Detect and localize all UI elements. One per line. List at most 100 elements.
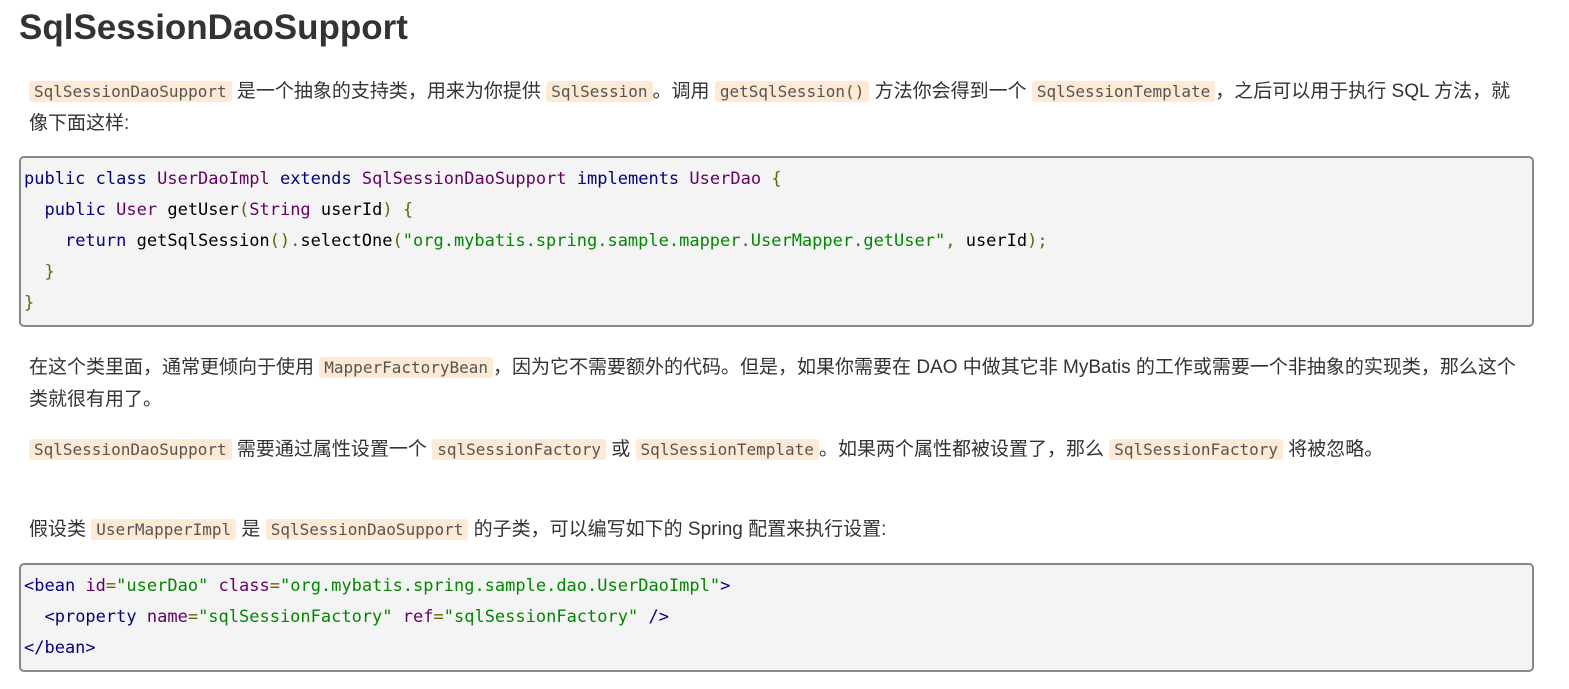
text: ，之后可以用于执行 SQL 方法，就像下面这样:: [29, 81, 1511, 134]
code-token: name: [146, 607, 188, 627]
text: 。如果两个属性都被设置了，那么: [818, 439, 1110, 460]
code-token: ): [382, 200, 393, 220]
code-token: [75, 576, 85, 596]
code-token: class: [95, 169, 147, 189]
code-line: }: [24, 288, 1532, 319]
text: ，因为它不需要额外的代码。但是，如果你需要在 DAO 中做其它非 MyBatis…: [29, 357, 1516, 410]
code-line: }: [24, 257, 1532, 288]
code-token: id: [85, 576, 106, 596]
code-token: }: [24, 293, 35, 313]
intro-paragraph: SqlSessionDaoSupport 是一个抽象的支持类，用来为你提供 Sq…: [29, 76, 1524, 140]
code-token: "sqlSessionFactory": [198, 607, 393, 627]
code-token: =: [105, 576, 117, 596]
code-line: public class UserDaoImpl extends SqlSess…: [24, 164, 1532, 195]
code-token: ().: [269, 231, 301, 251]
code-token: [393, 607, 403, 627]
code-token: userId: [955, 231, 1028, 251]
code-token: [85, 169, 95, 189]
text: 假设类: [29, 519, 92, 540]
code-token: [24, 607, 44, 627]
code-token: [761, 169, 771, 189]
text: 将被忽略。: [1282, 439, 1384, 460]
code-token: [106, 200, 116, 220]
inline-code: SqlSessionTemplate: [1031, 81, 1216, 102]
code-token: ,: [945, 231, 956, 251]
text: 或: [605, 439, 636, 460]
code-token: [393, 200, 403, 220]
text: 的子类，可以编写如下的 Spring 配置来执行设置:: [468, 519, 887, 540]
code-token: );: [1027, 231, 1048, 251]
inline-code: sqlSessionFactory: [432, 439, 606, 460]
code-token: <bean: [24, 576, 76, 596]
inline-code: MapperFactoryBean: [319, 357, 494, 378]
code-token: >: [720, 576, 731, 596]
inline-code: SqlSessionDaoSupport: [29, 439, 232, 460]
paragraph-properties: SqlSessionDaoSupport 需要通过属性设置一个 sqlSessi…: [29, 434, 1529, 466]
code-token: {: [771, 169, 782, 189]
text: 是一个抽象的支持类，用来为你提供: [231, 81, 547, 102]
code-token: extends: [279, 169, 352, 189]
code-token: selectOne: [300, 231, 393, 251]
text: 是: [236, 519, 266, 540]
code-token: public: [24, 169, 86, 189]
inline-code: SqlSessionFactory: [1109, 439, 1283, 460]
code-token: getUser: [157, 200, 239, 220]
code-token: [679, 169, 689, 189]
code-line: <property name="sqlSessionFactory" ref="…: [24, 602, 1532, 633]
code-token: UserDao: [689, 169, 762, 189]
code-token: "org.mybatis.spring.sample.dao.UserDaoIm…: [279, 576, 721, 596]
code-token: [270, 169, 280, 189]
code-token: />: [648, 607, 669, 627]
page-title: SqlSessionDaoSupport: [19, 8, 408, 47]
xml-code-block: <bean id="userDao" class="org.mybatis.sp…: [19, 563, 1534, 672]
code-line: <bean id="userDao" class="org.mybatis.sp…: [24, 571, 1532, 602]
code-token: </bean>: [24, 638, 96, 658]
code-token: [24, 262, 44, 282]
code-token: class: [218, 576, 270, 596]
code-line: return getSqlSession().selectOne("org.my…: [24, 226, 1532, 257]
code-token: return: [64, 231, 127, 251]
code-token: ref: [402, 607, 434, 627]
code-token: (: [392, 231, 403, 251]
code-token: String: [249, 200, 311, 220]
code-token: <property: [44, 607, 137, 627]
code-token: userId: [310, 200, 383, 220]
inline-code: getSqlSession(): [714, 81, 870, 102]
code-token: [24, 231, 65, 251]
code-token: [638, 607, 648, 627]
code-token: [137, 607, 147, 627]
code-token: UserDaoImpl: [157, 169, 270, 189]
code-line: </bean>: [24, 633, 1532, 664]
code-token: implements: [576, 169, 680, 189]
code-token: SqlSessionDaoSupport: [361, 169, 567, 189]
code-token: [147, 169, 157, 189]
code-token: (: [239, 200, 250, 220]
code-token: =: [433, 607, 444, 627]
text: 在这个类里面，通常更倾向于使用: [29, 357, 320, 378]
code-token: "org.mybatis.spring.sample.mapper.UserMa…: [402, 231, 946, 251]
code-token: [208, 576, 218, 596]
inline-code: UserMapperImpl: [91, 519, 237, 540]
code-token: public: [44, 200, 106, 220]
java-code-block: public class UserDaoImpl extends SqlSess…: [19, 156, 1534, 327]
code-token: User: [116, 200, 158, 220]
code-token: "userDao": [116, 576, 209, 596]
code-token: }: [44, 262, 55, 282]
code-token: {: [402, 200, 414, 220]
code-token: =: [187, 607, 199, 627]
inline-code: SqlSessionDaoSupport: [265, 519, 469, 540]
code-token: [24, 200, 44, 220]
inline-code: SqlSession: [546, 81, 653, 102]
code-token: getSqlSession: [126, 231, 270, 251]
code-line: public User getUser(String userId) {: [24, 195, 1532, 226]
code-token: "sqlSessionFactory": [443, 607, 639, 627]
code-token: [567, 169, 577, 189]
inline-code: SqlSessionTemplate: [635, 439, 819, 460]
paragraph-spring-config: 假设类 UserMapperImpl 是 SqlSessionDaoSuppor…: [29, 514, 1529, 546]
inline-code: SqlSessionDaoSupport: [29, 81, 232, 102]
code-token: =: [269, 576, 280, 596]
text: 。调用: [652, 81, 715, 102]
code-token: [352, 169, 362, 189]
text: 需要通过属性设置一个: [231, 439, 433, 460]
text: 方法你会得到一个: [869, 81, 1032, 102]
